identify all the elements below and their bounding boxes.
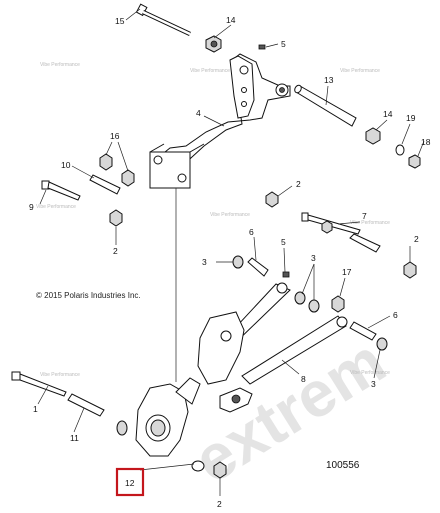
nut-16a [99, 153, 113, 171]
nut-2-center [265, 191, 279, 208]
callout-2-right: 2 [414, 234, 419, 244]
callout-2-left: 2 [113, 246, 118, 256]
nut-14-right [365, 127, 381, 145]
spacer-3-mid [232, 255, 244, 269]
copyright-text: © 2015 Polaris Industries Inc. [36, 291, 141, 300]
callout-2-bottom: 2 [217, 499, 222, 509]
bushing-10 [89, 174, 121, 195]
callout-3-right: 3 [371, 379, 376, 389]
nut-2-left [109, 209, 123, 227]
callout-13: 13 [324, 75, 334, 85]
spacer-3-b [308, 299, 320, 313]
bolt-7 [301, 212, 361, 235]
callout-6-mid: 6 [249, 227, 254, 237]
screw-5-top [258, 44, 266, 50]
nut-14-top [205, 35, 222, 53]
nut-2-right [403, 261, 417, 279]
bushing-6-mid [247, 257, 269, 277]
callout-15: 15 [115, 16, 125, 26]
washer-19 [395, 144, 405, 156]
svg-text:Vibe Performance: Vibe Performance [340, 68, 380, 74]
callout-numbers: 15 14 5 13 4 14 19 18 16 10 9 2 2 7 2 6 … [29, 15, 431, 509]
nut-16b [121, 169, 135, 187]
shaft-13 [294, 84, 357, 127]
svg-text:Vibe Performance: Vibe Performance [40, 372, 80, 378]
svg-text:Vibe Performance: Vibe Performance [190, 68, 230, 74]
knuckle [135, 377, 201, 457]
upper-a-arm-4 [149, 53, 291, 189]
callout-11: 11 [70, 433, 79, 443]
spacer-3-lower [376, 337, 388, 351]
callout-14-top: 14 [226, 15, 236, 25]
small-watermarks: Vibe Performance Vibe Performance Vibe P… [36, 62, 390, 378]
callout-3-mid: 3 [311, 253, 316, 263]
nut-18 [408, 154, 421, 169]
bolt-9 [41, 180, 81, 201]
bolt-15 [135, 3, 191, 37]
bushing-11 [67, 393, 105, 417]
callout-9: 9 [29, 202, 34, 212]
callout-2-center: 2 [296, 179, 301, 189]
bolt-1 [11, 371, 67, 397]
callout-4: 4 [196, 108, 201, 118]
svg-text:Vibe Performance: Vibe Performance [40, 62, 80, 68]
svg-text:Vibe Performance: Vibe Performance [210, 212, 250, 218]
svg-text:Vibe Performance: Vibe Performance [36, 204, 76, 210]
svg-text:Vibe Performance: Vibe Performance [350, 220, 390, 226]
bushing-6-lower [349, 321, 377, 341]
callout-6-right: 6 [393, 310, 398, 320]
spacer-3-a [294, 291, 306, 305]
callout-19: 19 [406, 113, 416, 123]
callout-18: 18 [421, 137, 431, 147]
callout-12: 12 [125, 478, 135, 488]
callout-5-mid: 5 [281, 237, 286, 247]
highlighted-callout-12[interactable]: 12 [115, 467, 145, 497]
callout-7: 7 [362, 211, 367, 221]
screw-5-mid [282, 271, 290, 278]
nut-2-bottom [213, 461, 227, 479]
callout-5-top: 5 [281, 39, 286, 49]
leader-lines [37, 8, 425, 496]
spacer-knuckle [116, 420, 128, 436]
callout-17: 17 [342, 267, 352, 277]
callout-3-left: 3 [202, 257, 207, 267]
bushing-12 [191, 460, 205, 472]
lower-a-arm-8 [197, 282, 348, 413]
nut-17 [331, 295, 345, 313]
callout-10: 10 [61, 160, 71, 170]
svg-text:Vibe Performance: Vibe Performance [350, 370, 390, 376]
diagram-number: 100556 [326, 460, 360, 471]
callout-14-right: 14 [383, 109, 393, 119]
callout-1: 1 [33, 404, 38, 414]
bushing-6-upper [349, 233, 381, 253]
callout-8: 8 [301, 374, 306, 384]
callout-16: 16 [110, 131, 120, 141]
